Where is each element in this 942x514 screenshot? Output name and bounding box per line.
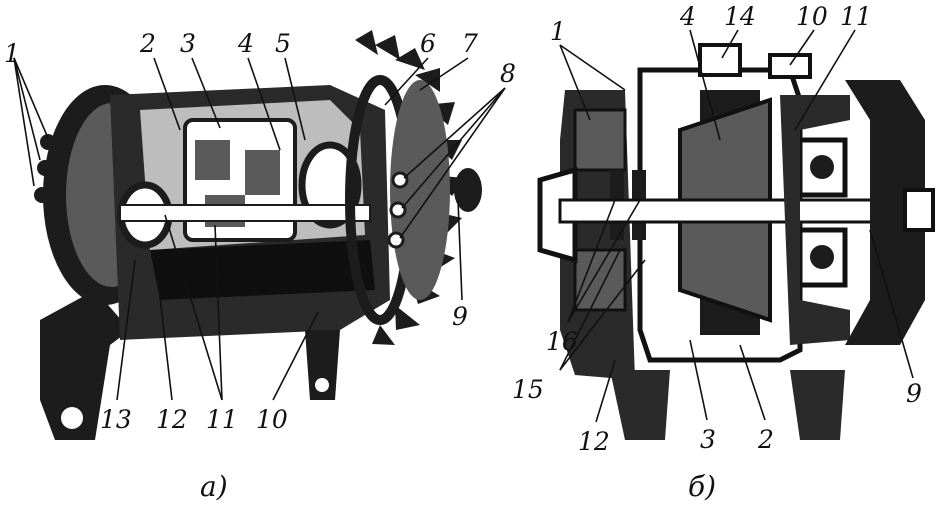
rear-bearing-section [573, 108, 627, 172]
front-bearing-ball [810, 155, 834, 179]
label-a-3: 3 [180, 29, 196, 58]
terminal-bolt-3 [34, 187, 50, 203]
bottom-lug-hole [315, 378, 329, 392]
front-bearing-ball-lower [810, 245, 834, 269]
front-cover-section [780, 95, 850, 345]
label-b-16: 16 [546, 327, 578, 356]
top-bolt [768, 53, 812, 79]
caption-b: б) [688, 470, 716, 503]
bottom-lug [305, 330, 340, 400]
terminal-bolt-2 [37, 160, 53, 176]
label-a-7: 7 [462, 29, 478, 58]
through-bolt-3 [387, 231, 405, 249]
rotor-pole-2 [245, 150, 280, 195]
through-bolt-2 [389, 201, 407, 219]
lower-lug-1 [610, 370, 670, 440]
rear-bearing-section-lower [573, 248, 627, 312]
label-a-6: 6 [420, 29, 436, 58]
rotor-pole-1 [195, 140, 230, 180]
label-a-2: 2 [139, 29, 156, 58]
label-b-9: 9 [906, 379, 922, 408]
panel-b-labels: 1 4 14 10 11 16 15 12 3 2 9 [512, 2, 922, 456]
housing-lower-band [150, 240, 375, 300]
label-a-4: 4 [237, 29, 254, 58]
label-a-11: 11 [206, 405, 238, 434]
foot-hole [61, 407, 83, 429]
mounting-foot [40, 290, 130, 440]
shaft [119, 204, 371, 222]
panel-a-drawing [34, 30, 482, 440]
label-b-1: 1 [550, 17, 566, 46]
label-a-8: 8 [500, 59, 516, 88]
through-bolt-1 [391, 171, 409, 189]
label-b-14: 14 [724, 2, 756, 31]
top-terminal [698, 43, 742, 77]
label-b-10: 10 [796, 2, 828, 31]
label-a-5: 5 [275, 29, 291, 58]
label-b-3: 3 [700, 425, 716, 454]
label-a-10: 10 [256, 405, 288, 434]
label-b-15: 15 [512, 375, 544, 404]
label-a-13: 13 [100, 405, 132, 434]
label-b-11: 11 [840, 2, 872, 31]
label-a-12: 12 [156, 405, 188, 434]
label-a-1: 1 [4, 39, 20, 68]
panel-b-drawing [537, 43, 935, 440]
left-end-cap [537, 166, 578, 264]
label-b-12: 12 [578, 427, 610, 456]
label-a-9: 9 [452, 302, 468, 331]
panel-b-leaders [559, 29, 914, 423]
label-b-2: 2 [757, 425, 774, 454]
lower-lug-2 [790, 370, 845, 440]
panel-a-leaders [13, 57, 506, 401]
label-b-4: 4 [679, 2, 696, 31]
caption-a: а) [200, 470, 228, 503]
pulley-nut [454, 168, 482, 212]
fan-hub [390, 80, 450, 300]
pulley-section [845, 80, 925, 345]
terminal-bolt-1 [40, 134, 56, 150]
panel-a-labels: 1 2 3 4 5 6 7 8 9 10 11 12 13 [4, 29, 516, 434]
pulley-nut-section [903, 188, 935, 232]
